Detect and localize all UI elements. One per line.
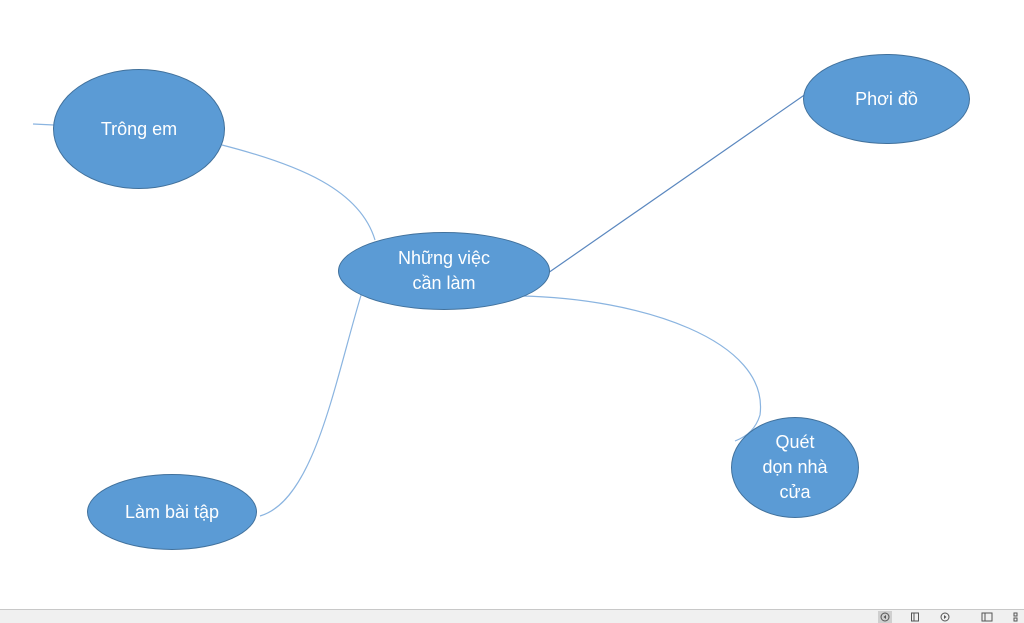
node-center[interactable]: Những việc cần làm: [338, 232, 550, 310]
layout-icon[interactable]: [980, 611, 994, 623]
node-trong-em-label: Trông em: [100, 118, 178, 139]
node-quet-don-line-3: cửa: [779, 482, 811, 502]
connector-trong-em-tail: [32, 123, 55, 126]
node-center-line-2: cần làm: [412, 273, 476, 293]
connector-phoi-do: [547, 79, 827, 274]
node-phoi-do-label: Phơi đồ: [855, 88, 918, 109]
node-trong-em[interactable]: Trông em: [53, 69, 225, 189]
node-quet-don[interactable]: Quét dọn nhà cửa: [731, 417, 859, 518]
expand-icon[interactable]: [1010, 611, 1024, 623]
node-quet-don-line-2: dọn nhà: [762, 457, 828, 477]
node-lam-bai-tap[interactable]: Làm bài tập: [87, 474, 257, 550]
rewind-icon[interactable]: [878, 611, 892, 623]
node-phoi-do[interactable]: Phơi đồ: [803, 54, 970, 144]
status-bar: [0, 609, 1024, 623]
node-center-line-1: Những việc: [397, 248, 491, 268]
play-icon[interactable]: [938, 611, 952, 623]
connector-lam-bai-tap: [259, 291, 363, 517]
node-lam-bai-tap-label: Làm bài tập: [124, 501, 220, 522]
mind-map-canvas: Trông em Phơi đồ Những việc cần làm Làm …: [32, 54, 970, 550]
connector-trong-em: [221, 144, 376, 241]
connector-quet-don: [519, 295, 762, 442]
node-quet-don-line-1: Quét: [775, 432, 815, 452]
view-icon[interactable]: [908, 611, 922, 623]
